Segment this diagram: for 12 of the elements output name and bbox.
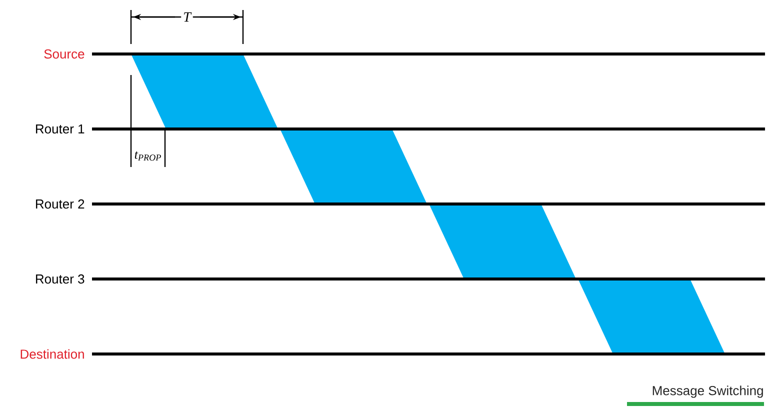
dimension-label: T [181, 10, 193, 24]
station-label: Router 2 [36, 199, 84, 209]
dimension-label: t$_{PROP}$ [134, 151, 161, 161]
caption: Message Switching [652, 386, 763, 398]
message-block [280, 129, 427, 204]
message-block [578, 279, 725, 354]
station-label: Router 1 [36, 124, 84, 134]
station-label: Router 3 [36, 274, 84, 284]
message-block [429, 204, 576, 279]
message-block [131, 54, 278, 129]
station-label: Source [44, 49, 84, 59]
station-label: Destination [20, 349, 84, 359]
